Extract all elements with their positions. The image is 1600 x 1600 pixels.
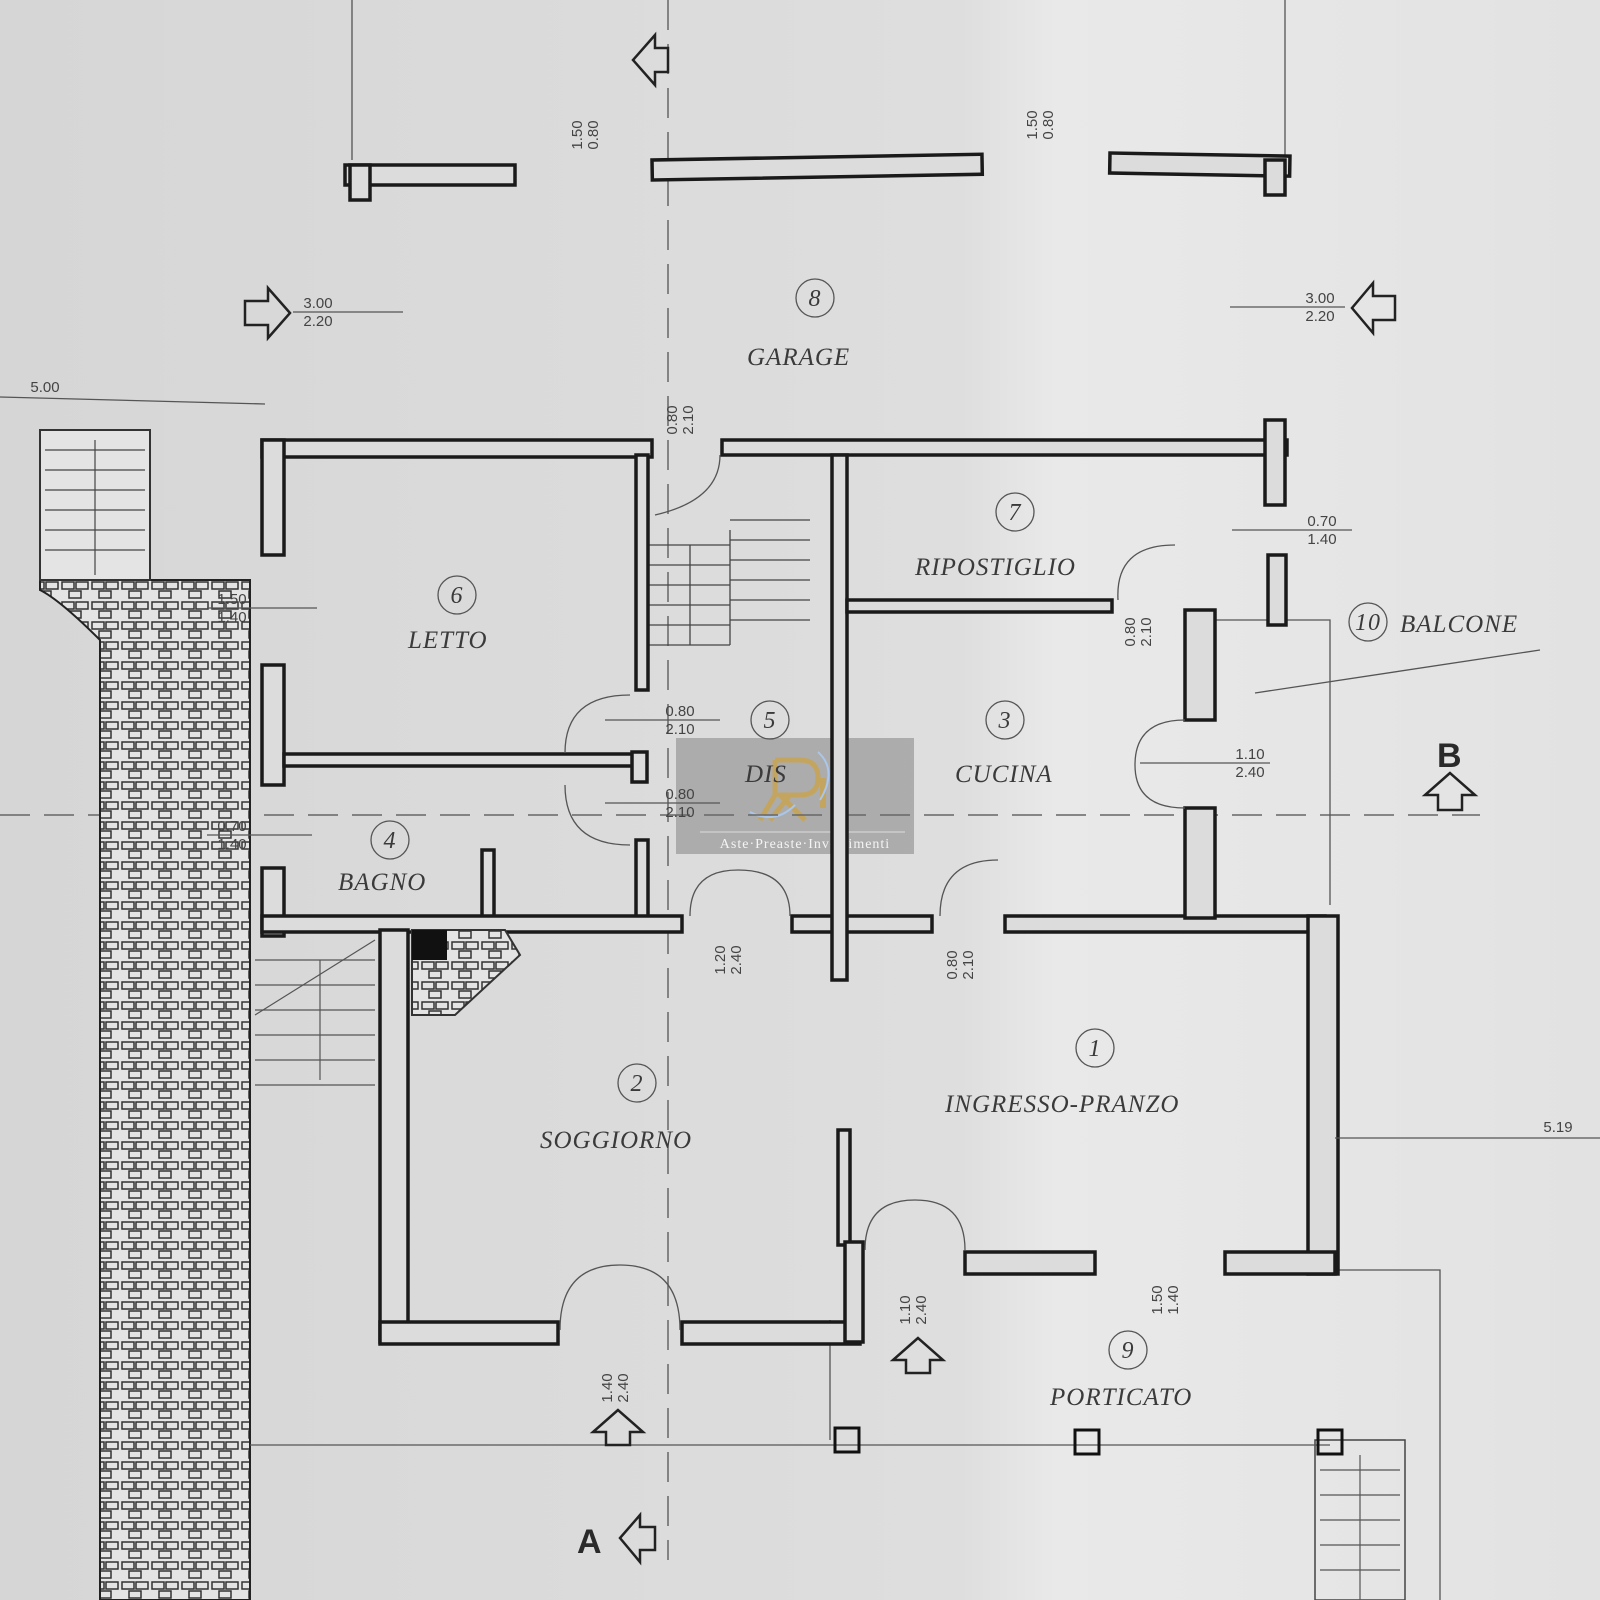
svg-text:CUCINA: CUCINA [955,761,1053,788]
svg-text:GARAGE: GARAGE [747,344,850,371]
svg-text:2.20: 2.20 [303,313,332,330]
svg-text:1.50: 1.50 [1024,110,1041,139]
svg-text:RIPOSTIGLIO: RIPOSTIGLIO [914,554,1076,581]
svg-text:3.00: 3.00 [1305,290,1334,307]
svg-text:0.80: 0.80 [664,405,681,434]
svg-text:1.50: 1.50 [217,591,246,608]
svg-text:2.10: 2.10 [680,405,697,434]
svg-text:PORTICATO: PORTICATO [1049,1384,1192,1411]
svg-text:1.10: 1.10 [897,1295,914,1324]
svg-text:2.10: 2.10 [960,950,977,979]
svg-text:INGRESSO-PRANZO: INGRESSO-PRANZO [944,1091,1179,1118]
svg-text:7: 7 [1009,500,1022,526]
svg-text:0.80: 0.80 [585,120,602,149]
watermark-logo [749,751,830,822]
svg-text:0.80: 0.80 [1040,110,1057,139]
arrow-icons [243,31,1479,1566]
svg-text:3.00: 3.00 [303,295,332,312]
svg-text:1.10: 1.10 [1235,746,1264,763]
svg-text:2.20: 2.20 [1305,308,1334,325]
svg-text:1: 1 [1089,1036,1102,1062]
watermark-text: Aste·Preaste·Investimenti [720,837,890,852]
svg-text:1.20: 1.20 [712,945,729,974]
svg-text:4: 4 [384,828,397,854]
svg-text:1.50: 1.50 [1149,1285,1166,1314]
svg-text:9: 9 [1122,1338,1135,1364]
svg-text:SOGGIORNO: SOGGIORNO [540,1127,692,1154]
walls [260,151,1340,1346]
porch-columns [833,1426,1344,1456]
svg-text:8: 8 [809,286,822,312]
external-stair [39,429,1406,1600]
svg-text:2.40: 2.40 [913,1295,930,1324]
svg-text:1.40: 1.40 [599,1373,616,1402]
svg-text:10: 10 [1355,610,1381,636]
svg-text:0.70: 0.70 [217,818,246,835]
svg-text:LETTO: LETTO [407,627,488,654]
svg-text:0.80: 0.80 [665,703,694,720]
level-markers: 5.00 5.19 [0,379,1600,1139]
svg-text:1.40: 1.40 [1165,1285,1182,1314]
svg-text:1.40: 1.40 [217,836,246,853]
door-swings [559,454,1186,1331]
fireplace [411,929,522,1016]
svg-text:1.40: 1.40 [217,609,246,626]
svg-text:2.10: 2.10 [1138,617,1155,646]
svg-text:0.80: 0.80 [944,950,961,979]
level-left: 5.00 [30,379,59,396]
svg-text:2: 2 [631,1071,644,1097]
svg-text:BALCONE: BALCONE [1400,611,1518,638]
balcony-outline [250,619,1441,1600]
svg-text:BAGNO: BAGNO [338,869,426,896]
svg-text:2.10: 2.10 [665,721,694,738]
svg-text:DIS: DIS [744,761,787,788]
svg-text:2.40: 2.40 [615,1373,632,1402]
svg-text:2.10: 2.10 [665,804,694,821]
level-right: 5.19 [1543,1119,1572,1136]
svg-text:2.40: 2.40 [1235,764,1264,781]
watermark: Aste·Preaste·Investimenti [676,738,914,854]
svg-text:1.40: 1.40 [1307,531,1336,548]
section-b-label: B [1437,737,1462,775]
svg-text:0.80: 0.80 [1122,617,1139,646]
room-balcone: 10 BALCONE [1254,602,1541,694]
svg-text:3: 3 [998,708,1012,734]
svg-text:0.80: 0.80 [665,786,694,803]
svg-text:5: 5 [764,708,777,734]
interior-stair [645,519,810,646]
svg-text:1.50: 1.50 [569,120,586,149]
svg-text:2.40: 2.40 [728,945,745,974]
section-a-label: A [577,1523,602,1561]
svg-text:0.70: 0.70 [1307,513,1336,530]
svg-text:6: 6 [451,583,464,609]
